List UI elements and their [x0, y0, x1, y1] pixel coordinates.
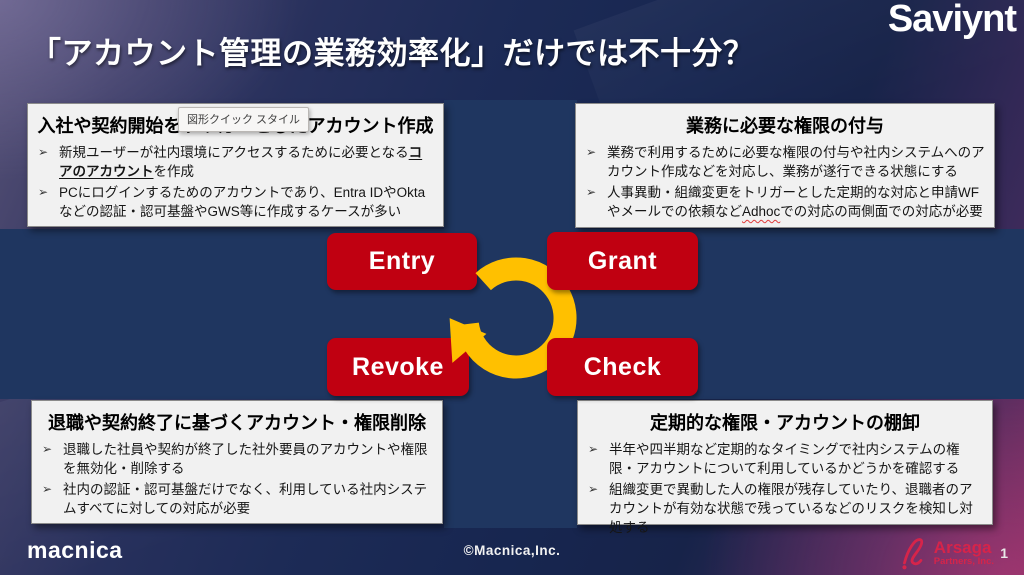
- bullet-arrow-icon: ➢: [42, 442, 53, 456]
- slide-title: 「アカウント管理の業務効率化」だけでは不十分？: [30, 36, 755, 71]
- card-periodic-review[interactable]: 定期的な権限・アカウントの棚卸 ➢ 半年や四半期など定期的なタイミングで社内シス…: [577, 400, 993, 535]
- card-title: 定期的な権限・アカウントの棚卸: [650, 413, 920, 433]
- copyright-text: ©Macnica,Inc.: [463, 543, 561, 558]
- bullet-text: 人事異動・組織変更をトリガーとした定期的な対応と申請WFやメールでの依頼などAd…: [607, 185, 983, 219]
- cycle-entry-shape[interactable]: Entry: [327, 233, 477, 290]
- card-grant-permissions[interactable]: 業務に必要な権限の付与 ➢ 業務で利用するために必要な権限の付与や社内システムへ…: [575, 103, 995, 228]
- bullet-item: ➢ 社内の認証・認可基盤だけでなく、利用している社内システムすべてに対しての対応…: [42, 481, 434, 518]
- card-title: 退職や契約終了に基づくアカウント・権限削除: [48, 413, 426, 433]
- bullet-arrow-icon: ➢: [38, 185, 49, 200]
- bullet-text: 社内の認証・認可基盤だけでなく、利用している社内システムすべてに対しての対応が必…: [63, 482, 428, 516]
- bullet-text: 退職した社員や契約が終了した社外要員のアカウントや権限を無効化・削除する: [63, 442, 428, 476]
- macnica-logo: macnica: [27, 537, 123, 563]
- bullet-item: ➢ 半年や四半期など定期的なタイミングで社内システムの権限・アカウントについて利…: [588, 441, 984, 478]
- bullet-text: PCにログインするためのアカウントであり、Entra IDやOktaなどの認証・…: [59, 185, 426, 219]
- bullet-item: ➢ 業務で利用するために必要な権限の付与や社内システムへのアカウント作成などを対…: [586, 144, 986, 181]
- cycle-arrow-icon[interactable]: [441, 243, 591, 393]
- cycle-grant-shape[interactable]: Grant: [547, 232, 698, 290]
- cycle-check-shape[interactable]: Check: [547, 338, 698, 396]
- bullet-item: ➢ 組織変更で異動した人の権限が残存していたり、退職者のアカウントが有効な状態で…: [588, 481, 984, 537]
- bullet-arrow-icon: ➢: [586, 185, 597, 200]
- card-revoke-deletion[interactable]: 退職や契約終了に基づくアカウント・権限削除 ➢ 退職した社員や契約が終了した社外…: [31, 400, 443, 524]
- bullet-text: 新規ユーザーが社内環境にアクセスするために必要となるコアのアカウントを作成: [59, 145, 423, 179]
- bullet-item: ➢ 新規ユーザーが社内環境にアクセスするために必要となるコアのアカウントを作成: [38, 144, 435, 181]
- quick-style-tooltip: 図形クイック スタイル: [178, 107, 310, 132]
- bullet-arrow-icon: ➢: [38, 145, 49, 159]
- bullet-arrow-icon: ➢: [588, 442, 599, 456]
- arsaga-subtitle: Partners, Inc.: [933, 555, 994, 567]
- bullet-arrow-icon: ➢: [42, 482, 53, 497]
- arsaga-logo-icon: [902, 538, 923, 570]
- bullet-text: 組織変更で異動した人の権限が残存していたり、退職者のアカウントが有効な状態で残っ…: [609, 482, 973, 535]
- bullet-arrow-icon: ➢: [586, 145, 597, 159]
- arsaga-logo: Arsaga Partners, Inc.: [901, 536, 994, 570]
- bullet-text: 半年や四半期など定期的なタイミングで社内システムの権限・アカウントについて利用し…: [609, 442, 960, 476]
- saviynt-logo: Saviynt: [887, 0, 1017, 40]
- card-account-creation[interactable]: 入社や契約開始をトリガーとしたアカウント作成 ➢ 新規ユーザーが社内環境にアクセ…: [27, 103, 444, 227]
- bullet-text: 業務で利用するために必要な権限の付与や社内システムへのアカウント作成などを対応し…: [607, 145, 985, 179]
- bullet-item: ➢ 退職した社員や契約が終了した社外要員のアカウントや権限を無効化・削除する: [42, 441, 434, 478]
- bullet-item: ➢ 人事異動・組織変更をトリガーとした定期的な対応と申請WFやメールでの依頼など…: [586, 184, 986, 221]
- page-number: 1: [1000, 545, 1008, 561]
- cycle-revoke-shape[interactable]: Revoke: [327, 338, 469, 396]
- bullet-arrow-icon: ➢: [588, 482, 599, 497]
- bullet-item: ➢ PCにログインするためのアカウントであり、Entra IDやOktaなどの認…: [38, 184, 435, 221]
- arsaga-name: Arsaga: [933, 538, 992, 558]
- card-title: 業務に必要な権限の付与: [686, 116, 884, 136]
